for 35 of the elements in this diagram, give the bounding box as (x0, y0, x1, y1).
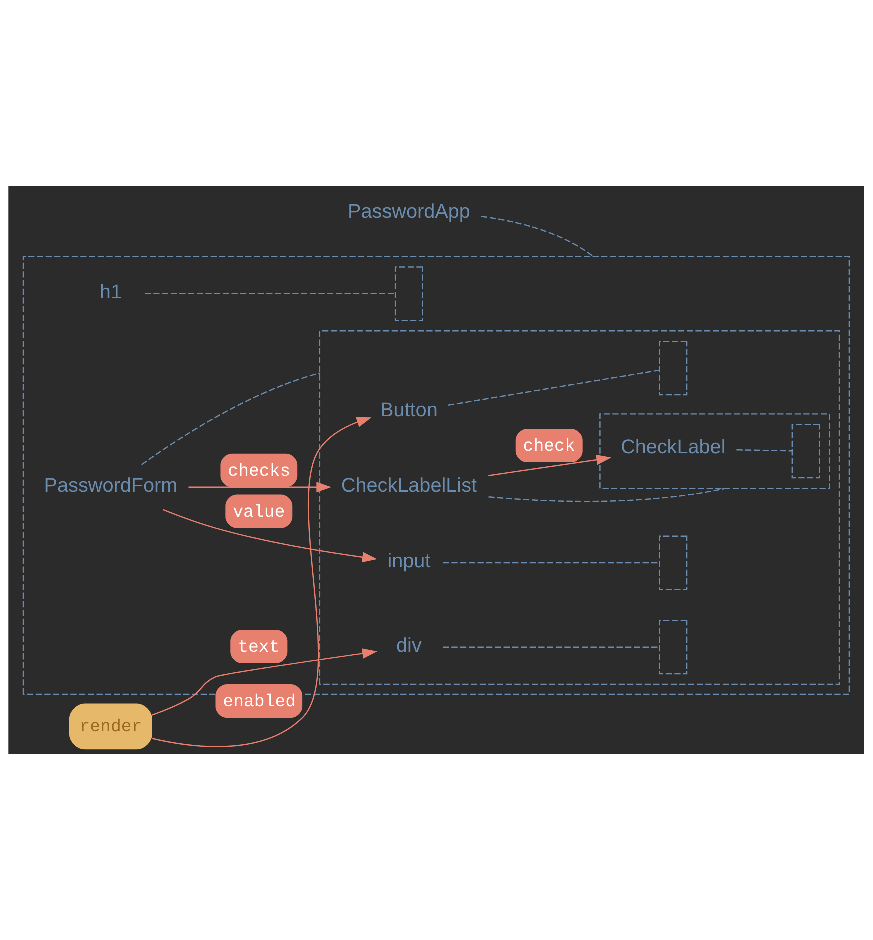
connector (448, 370, 660, 406)
edge-label: checks (228, 462, 291, 482)
edge-label: value (233, 504, 286, 523)
arrow (188, 482, 332, 493)
edge-label: check (523, 438, 576, 458)
connector (736, 449, 792, 452)
arrow (152, 648, 378, 716)
node-box (659, 536, 688, 590)
node-text: Button (380, 399, 438, 422)
node-box (659, 620, 688, 675)
edge-label: enabled (223, 694, 296, 712)
connector (488, 488, 726, 502)
cluster (22, 256, 850, 696)
cluster (600, 414, 830, 490)
arrow (488, 454, 612, 476)
cluster (319, 330, 840, 686)
node-text: input (388, 550, 431, 573)
arrow (152, 417, 372, 748)
connector (443, 562, 660, 564)
node-box: render (69, 704, 152, 750)
connector (481, 216, 594, 258)
connector (141, 372, 320, 466)
node-text: CheckLabelList (341, 475, 478, 498)
arrow (162, 509, 378, 563)
node-text: CheckLabel (621, 436, 726, 459)
node-text: h1 (100, 282, 122, 304)
node-text: div (396, 635, 422, 658)
connector (144, 293, 396, 295)
node-text: PasswordForm (44, 475, 178, 498)
connector (443, 646, 660, 648)
node-box (394, 266, 424, 322)
node-box (792, 424, 820, 479)
node-box (659, 341, 688, 396)
node-text: PasswordApp (348, 200, 470, 223)
edge-label: text (238, 638, 280, 658)
